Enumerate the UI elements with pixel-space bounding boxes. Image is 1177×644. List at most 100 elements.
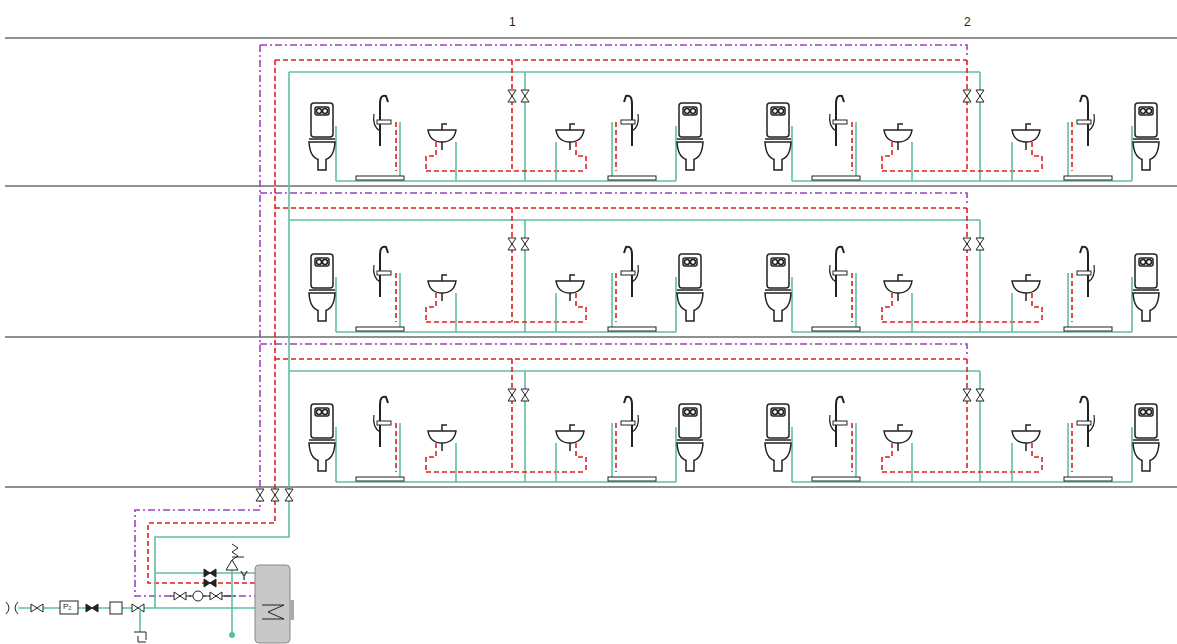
pipe (1011, 443, 1013, 482)
pipe (611, 273, 613, 332)
wc-fixture (1133, 404, 1159, 471)
pipe (576, 293, 586, 322)
pipe (289, 71, 980, 73)
pipe (148, 60, 275, 583)
pipe (426, 471, 586, 473)
basin-fixture (428, 275, 456, 301)
shower-fixture (1064, 247, 1112, 331)
pipe (855, 122, 857, 181)
pipe (426, 142, 436, 171)
shower-fixture (812, 247, 860, 331)
pipe (611, 122, 613, 181)
pipe (882, 170, 1042, 172)
pipe (395, 273, 397, 322)
pipe (576, 443, 586, 472)
pipe (455, 443, 457, 482)
inline-valve (86, 604, 98, 612)
symbol-label: Y (240, 570, 248, 582)
shutoff-valve (271, 489, 279, 501)
pipe (1071, 122, 1073, 171)
basin-fixture (1012, 425, 1040, 451)
pipe (966, 208, 968, 322)
wc-fixture (1133, 254, 1159, 321)
pipe (260, 344, 967, 357)
basin-fixture (556, 275, 584, 301)
wc-fixture (765, 254, 791, 321)
hot-water-tank (255, 565, 290, 643)
pipe (275, 358, 967, 360)
floor-line (5, 337, 1177, 338)
pipe (1071, 423, 1073, 472)
inline-valve (31, 604, 43, 612)
pipe (851, 273, 853, 322)
pipe (675, 427, 677, 482)
shutoff-valve (508, 90, 516, 102)
shower-fixture (356, 247, 404, 331)
pipe (555, 293, 557, 332)
pipe (791, 427, 793, 482)
pipe (911, 142, 913, 181)
pipe (335, 126, 337, 181)
basin-fixture (884, 124, 912, 150)
inline-valve (204, 579, 216, 587)
pipe (426, 443, 436, 472)
pipe (1067, 273, 1069, 332)
pipe (1032, 293, 1042, 322)
shower-fixture (356, 397, 404, 481)
pipe (1032, 443, 1042, 472)
basin-fixture (428, 425, 456, 451)
shutoff-valve (521, 389, 529, 401)
callout-number: 2 (964, 16, 971, 28)
pressure-reducer (60, 601, 78, 614)
shutoff-valve (285, 489, 293, 501)
shutoff-valve (521, 90, 529, 102)
pipe (1011, 293, 1013, 332)
pipe (966, 60, 968, 171)
pipe (611, 423, 613, 482)
floor-line (5, 38, 1177, 39)
pipe (231, 570, 233, 635)
pipe (576, 142, 586, 171)
heating-coil (262, 605, 284, 619)
pipe (1071, 273, 1073, 322)
pipe (675, 126, 677, 181)
pipe (979, 72, 981, 181)
shower-fixture (608, 397, 656, 481)
pipe (395, 122, 397, 171)
wc-fixture (677, 404, 703, 471)
shutoff-valve (521, 238, 529, 250)
inline-valve (210, 592, 222, 600)
pipe (675, 277, 677, 332)
wc-fixture (765, 103, 791, 170)
pipe (511, 208, 513, 322)
pipe (1131, 126, 1133, 181)
pipe (966, 359, 968, 472)
pipe (1032, 142, 1042, 171)
pipe (289, 219, 980, 221)
pipe (851, 122, 853, 171)
pipe (979, 220, 981, 332)
pipe (1067, 122, 1069, 181)
filter (110, 602, 122, 614)
pipe (455, 142, 457, 181)
pipe (615, 273, 617, 322)
shower-fixture (608, 247, 656, 331)
basin-fixture (1012, 275, 1040, 301)
pipe (155, 72, 289, 608)
shutoff-valve (963, 238, 971, 250)
basin-fixture (556, 124, 584, 150)
junction-dot (229, 632, 235, 638)
pipe (882, 443, 892, 472)
pipe (399, 273, 401, 332)
pipe (855, 423, 857, 482)
inlet-connector (6, 602, 18, 614)
pipe (1131, 277, 1133, 332)
floor-line (5, 186, 1177, 187)
pipe (139, 608, 141, 632)
inline-valve (132, 604, 144, 612)
shutoff-valve (963, 389, 971, 401)
pipe (791, 277, 793, 332)
shutoff-valve (508, 389, 516, 401)
